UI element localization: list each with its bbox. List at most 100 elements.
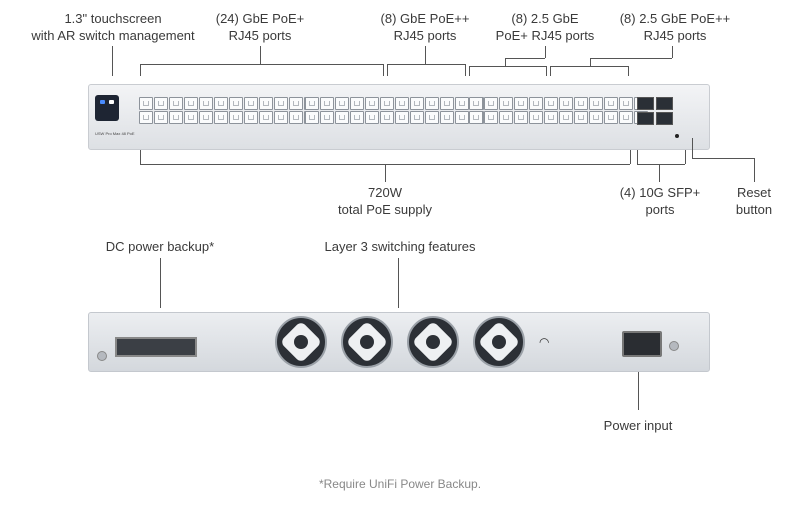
rj45-port[interactable] (604, 111, 618, 124)
label-sfp: (4) 10G SFP+ports (619, 185, 701, 217)
bracket-sfp-left (637, 150, 638, 164)
rj45-port[interactable] (619, 111, 633, 124)
rj45-port[interactable] (440, 97, 454, 110)
ground-screw-icon (97, 351, 107, 361)
rj45-port[interactable] (139, 111, 153, 124)
rj45-port[interactable] (455, 97, 469, 110)
rj45-port[interactable] (499, 111, 513, 124)
rj45-port[interactable] (184, 97, 198, 110)
callout-drop-reset (754, 158, 755, 182)
rj45-port[interactable] (589, 97, 603, 110)
port-bank-25ge (469, 97, 648, 124)
rj45-port[interactable] (484, 97, 498, 110)
rj45-port[interactable] (410, 97, 424, 110)
power-inlet[interactable] (622, 331, 662, 357)
rj45-port[interactable] (574, 111, 588, 124)
callout-elbow-reset (692, 158, 754, 159)
rj45-port[interactable] (350, 97, 364, 110)
rj45-port[interactable] (544, 111, 558, 124)
rj45-port[interactable] (154, 111, 168, 124)
rj45-port[interactable] (589, 111, 603, 124)
rj45-port[interactable] (244, 111, 258, 124)
rj45-port[interactable] (259, 97, 273, 110)
rj45-port[interactable] (410, 111, 424, 124)
rj45-port[interactable] (229, 111, 243, 124)
rj45-port[interactable] (154, 97, 168, 110)
screen-status-icon (100, 100, 105, 104)
callout-line-reset (692, 138, 693, 158)
rj45-port[interactable] (425, 111, 439, 124)
rj45-port[interactable] (305, 111, 319, 124)
rj45-port[interactable] (214, 97, 228, 110)
rj45-port[interactable] (574, 97, 588, 110)
rj45-port[interactable] (395, 111, 409, 124)
touchscreen[interactable] (95, 95, 119, 121)
rj45-port[interactable] (320, 111, 334, 124)
bracket-gbe-poepp (387, 64, 465, 65)
rj45-port[interactable] (274, 111, 288, 124)
switch-back-panel: ◠ (88, 312, 710, 372)
rj45-port[interactable] (214, 111, 228, 124)
bracket-25ge-poe (469, 66, 546, 67)
rj45-port[interactable] (514, 97, 528, 110)
screen-info-icon (109, 100, 114, 104)
callout-line-gbe-poepp (425, 46, 426, 64)
rj45-port[interactable] (289, 97, 303, 110)
rj45-port[interactable] (529, 97, 543, 110)
rj45-port[interactable] (395, 97, 409, 110)
rj45-port[interactable] (514, 111, 528, 124)
rj45-port[interactable] (320, 97, 334, 110)
rj45-port[interactable] (619, 97, 633, 110)
rj45-port[interactable] (184, 111, 198, 124)
rj45-port[interactable] (455, 111, 469, 124)
rj45-port[interactable] (425, 97, 439, 110)
rj45-port[interactable] (529, 111, 543, 124)
rj45-port[interactable] (335, 111, 349, 124)
rj45-port[interactable] (604, 97, 618, 110)
footnote: *Require UniFi Power Backup. (318, 477, 482, 491)
sfp-port[interactable] (637, 112, 654, 125)
rj45-port[interactable] (305, 97, 319, 110)
rj45-port[interactable] (544, 97, 558, 110)
power-clip-icon (669, 341, 679, 351)
rj45-port[interactable] (380, 97, 394, 110)
callout-line-dc-backup (160, 258, 161, 308)
bracket-25ge-poe-right (546, 66, 547, 76)
rj45-port[interactable] (274, 97, 288, 110)
rj45-port[interactable] (380, 111, 394, 124)
dc-power-connector[interactable] (115, 337, 197, 357)
rj45-port[interactable] (289, 111, 303, 124)
reset-button[interactable] (675, 134, 679, 138)
rj45-port[interactable] (469, 97, 483, 110)
sfp-port[interactable] (656, 112, 673, 125)
port-bank-gbe-2 (305, 97, 484, 124)
rj45-port[interactable] (259, 111, 273, 124)
rj45-port[interactable] (499, 97, 513, 110)
rj45-port[interactable] (559, 111, 573, 124)
rj45-port[interactable] (484, 111, 498, 124)
rj45-port[interactable] (199, 97, 213, 110)
fan-icon (407, 316, 459, 368)
sfp-port[interactable] (637, 97, 654, 110)
rj45-port[interactable] (199, 111, 213, 124)
callout-line-sfp (659, 164, 660, 182)
rj45-port[interactable] (244, 97, 258, 110)
rj45-port[interactable] (469, 111, 483, 124)
rj45-port[interactable] (139, 97, 153, 110)
sfp-bank (637, 97, 673, 125)
label-gbe-poe: (24) GbE PoE+RJ45 ports (215, 11, 305, 43)
bracket-gbe-poe-left (140, 64, 141, 76)
rj45-port[interactable] (229, 97, 243, 110)
rj45-port[interactable] (440, 111, 454, 124)
callout-line-25ge-poe (545, 46, 546, 58)
sfp-port[interactable] (656, 97, 673, 110)
callout-line-gbe-poe (260, 46, 261, 64)
rj45-port[interactable] (169, 111, 183, 124)
rj45-port[interactable] (350, 111, 364, 124)
bracket-gbe-poe (140, 64, 383, 65)
rj45-port[interactable] (559, 97, 573, 110)
rj45-port[interactable] (169, 97, 183, 110)
rj45-port[interactable] (335, 97, 349, 110)
rj45-port[interactable] (365, 97, 379, 110)
rj45-port[interactable] (365, 111, 379, 124)
